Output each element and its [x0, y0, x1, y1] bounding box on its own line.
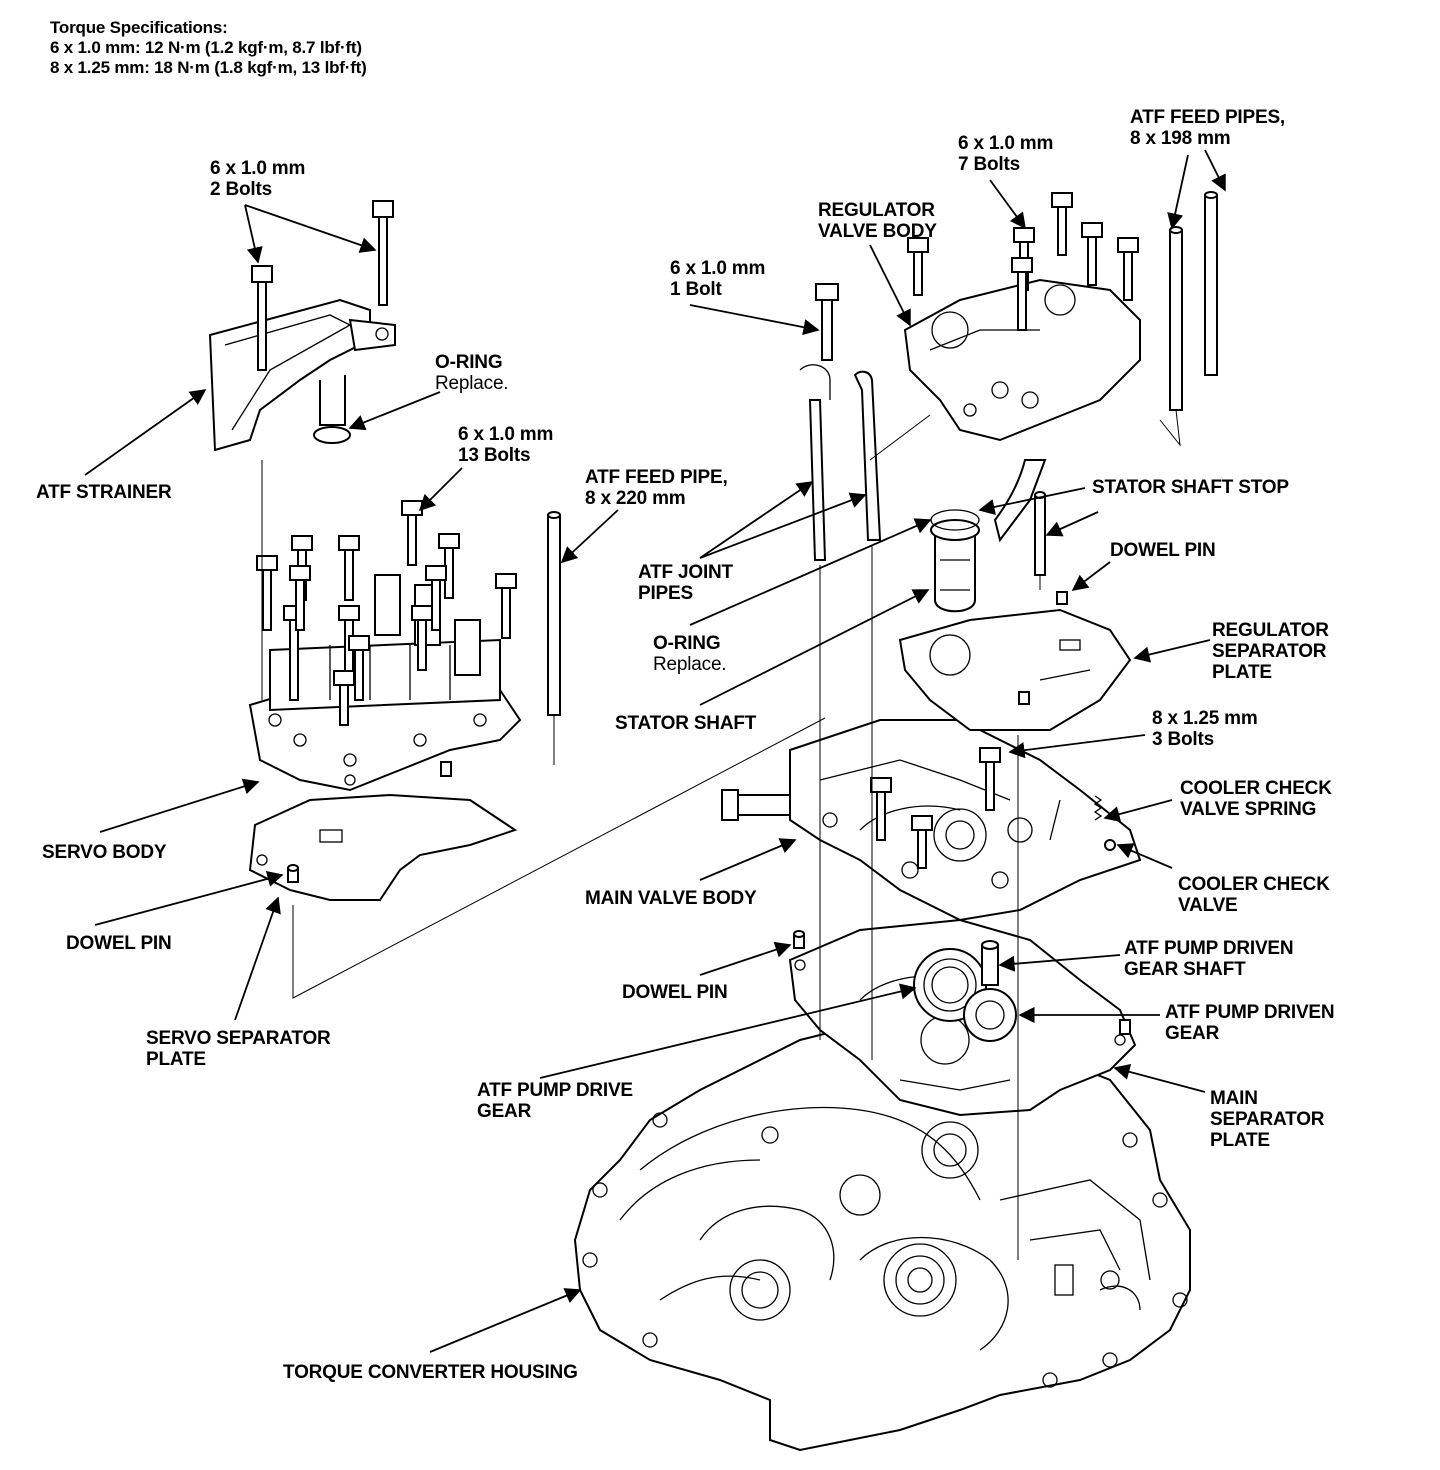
label-dowel-pin-center: DOWEL PIN	[622, 982, 728, 1003]
label-dowel-pin-right: DOWEL PIN	[1110, 540, 1216, 561]
leader-lines	[84, 149, 1226, 1353]
label-regulator-separator-plate: REGULATOR SEPARATOR PLATE	[1212, 620, 1329, 683]
label-line: 3 Bolts	[1152, 729, 1214, 750]
label-line: STATOR SHAFT	[615, 713, 757, 734]
main-valve-body-drawing	[721, 719, 1142, 922]
label-cooler-check-valve: COOLER CHECK VALVE	[1178, 874, 1330, 916]
label-stator-shaft-stop: STATOR SHAFT STOP	[1092, 477, 1289, 498]
label-line: MAIN	[1210, 1088, 1258, 1109]
label-bolts-7: 6 x 1.0 mm 7 Bolts	[958, 133, 1053, 175]
label-line: SERVO SEPARATOR	[146, 1028, 331, 1049]
stator-shaft-drawing	[930, 459, 1047, 613]
label-line: PLATE	[1212, 662, 1272, 683]
label-line: GEAR	[477, 1101, 532, 1122]
label-bolts-3: 8 x 1.25 mm 3 Bolts	[1152, 708, 1258, 750]
atf-strainer-drawing	[208, 200, 396, 452]
label-line: MAIN VALVE BODY	[585, 888, 757, 909]
torque-specs-title: Torque Specifications:	[50, 18, 228, 37]
label-stator-shaft: STATOR SHAFT	[615, 713, 756, 734]
label-torque-converter-housing: TORQUE CONVERTER HOUSING	[283, 1362, 578, 1383]
label-line: 6 x 1.0 mm	[958, 133, 1054, 154]
label-atf-joint-pipes: ATF JOINT PIPES	[638, 562, 733, 604]
label-bolts-2: 6 x 1.0 mm 2 Bolts	[210, 158, 305, 200]
label-line: ATF STRAINER	[36, 482, 172, 503]
torque-specifications: Torque Specifications: 6 x 1.0 mm: 12 N·…	[50, 18, 367, 78]
label-line: 13 Bolts	[458, 445, 531, 466]
label-line: ATF PUMP DRIVEN	[1124, 938, 1294, 959]
label-o-ring-top: O-RING Replace.	[435, 352, 509, 394]
label-line: GEAR SHAFT	[1124, 959, 1246, 980]
label-atf-feed-pipes-198: ATF FEED PIPES, 8 x 198 mm	[1130, 107, 1285, 149]
label-line: O-RING	[435, 352, 503, 373]
label-line: 6 x 1.0 mm	[458, 424, 554, 445]
label-dowel-pin-left: DOWEL PIN	[66, 933, 172, 954]
label-line: DOWEL PIN	[622, 982, 728, 1003]
label-cooler-check-valve-spring: COOLER CHECK VALVE SPRING	[1180, 778, 1332, 820]
alignment-lines	[261, 409, 1181, 1260]
label-line: ATF FEED PIPE,	[585, 467, 728, 488]
label-main-valve-body: MAIN VALVE BODY	[585, 888, 757, 909]
label-atf-pump-driven-gear: ATF PUMP DRIVEN GEAR	[1165, 1002, 1335, 1044]
label-line: SERVO BODY	[42, 842, 167, 863]
label-line: 8 x 198 mm	[1130, 128, 1231, 149]
atf-joint-pipes-drawing	[799, 283, 882, 561]
label-servo-separator-plate: SERVO SEPARATOR PLATE	[146, 1028, 331, 1070]
label-bolt-1: 6 x 1.0 mm 1 Bolt	[670, 258, 765, 300]
label-line: ATF PUMP DRIVEN	[1165, 1002, 1335, 1023]
label-line: 6 x 1.0 mm	[670, 258, 766, 279]
label-atf-pump-driven-gear-shaft: ATF PUMP DRIVEN GEAR SHAFT	[1124, 938, 1294, 980]
label-line: O-RING	[653, 633, 721, 654]
label-line: COOLER CHECK	[1180, 778, 1332, 799]
label-line: Replace.	[435, 373, 509, 394]
atf-pump-gears-drawing	[793, 930, 1131, 1042]
label-main-separator-plate: MAIN SEPARATOR PLATE	[1210, 1088, 1325, 1151]
label-line: DOWEL PIN	[1110, 540, 1216, 561]
label-line: COOLER CHECK	[1178, 874, 1330, 895]
label-line: TORQUE CONVERTER HOUSING	[283, 1362, 578, 1383]
label-regulator-valve-body: REGULATOR VALVE BODY	[818, 200, 937, 242]
servo-body-drawing	[248, 500, 561, 792]
label-line: 7 Bolts	[958, 154, 1020, 175]
label-line: DOWEL PIN	[66, 933, 172, 954]
label-line: GEAR	[1165, 1023, 1220, 1044]
label-servo-body: SERVO BODY	[42, 842, 167, 863]
label-line: STATOR SHAFT STOP	[1092, 477, 1289, 498]
label-line: PIPES	[638, 583, 693, 604]
label-line: ATF FEED PIPES,	[1130, 107, 1286, 128]
label-line: REGULATOR	[1212, 620, 1329, 641]
torque-converter-housing-drawing	[573, 1028, 1191, 1452]
label-line: VALVE BODY	[818, 221, 937, 242]
label-atf-strainer: ATF STRAINER	[36, 482, 172, 503]
label-o-ring-mid: O-RING Replace.	[653, 633, 727, 675]
torque-spec-line: 8 x 1.25 mm: 18 N·m (1.8 kgf·m, 13 lbf·f…	[50, 58, 367, 77]
label-line: VALVE SPRING	[1180, 799, 1317, 820]
label-line: Replace.	[653, 654, 727, 675]
label-line: PLATE	[146, 1049, 206, 1070]
label-line: SEPARATOR	[1212, 641, 1327, 662]
label-bolts-13: 6 x 1.0 mm 13 Bolts	[458, 424, 553, 466]
regulator-valve-body-drawing	[903, 191, 1218, 442]
label-line: ATF PUMP DRIVE	[477, 1080, 633, 1101]
label-line: 1 Bolt	[670, 279, 722, 300]
label-line: 8 x 1.25 mm	[1152, 708, 1258, 729]
label-line: VALVE	[1178, 895, 1238, 916]
label-line: PLATE	[1210, 1130, 1270, 1151]
torque-spec-line: 6 x 1.0 mm: 12 N·m (1.2 kgf·m, 8.7 lbf·f…	[50, 38, 362, 57]
label-line: 6 x 1.0 mm	[210, 158, 306, 179]
label-line: SEPARATOR	[1210, 1109, 1325, 1130]
label-atf-pump-drive-gear: ATF PUMP DRIVE GEAR	[477, 1080, 633, 1122]
regulator-separator-plate-drawing	[898, 591, 1132, 731]
label-atf-feed-pipe-220: ATF FEED PIPE, 8 x 220 mm	[585, 467, 728, 509]
label-line: 8 x 220 mm	[585, 488, 686, 509]
label-line: ATF JOINT	[638, 562, 733, 583]
label-line: 2 Bolts	[210, 179, 272, 200]
servo-separator-plate-drawing	[248, 793, 518, 901]
label-line: REGULATOR	[818, 200, 935, 221]
